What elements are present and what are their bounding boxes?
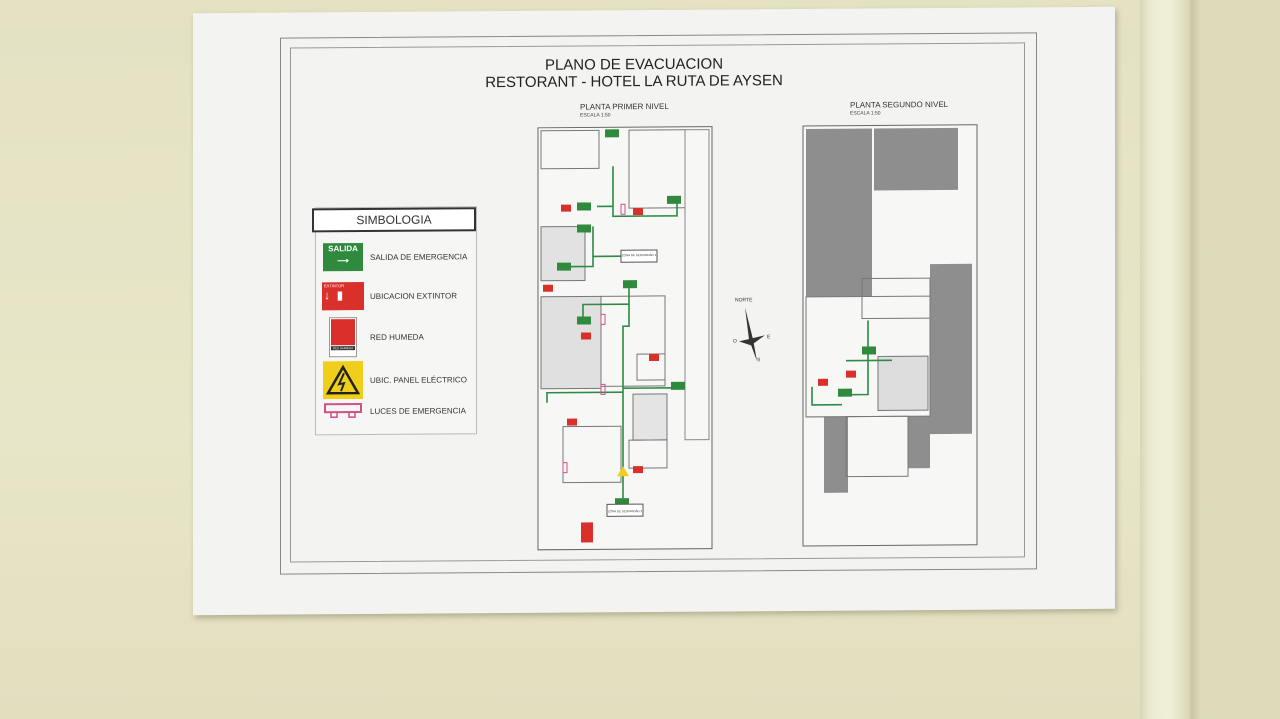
compass: NORTE O E S xyxy=(731,297,771,367)
exit-signs xyxy=(557,129,685,507)
legend-label: UBICACION EXTINTOR xyxy=(370,290,457,301)
floor2-plan xyxy=(802,124,978,547)
compass-north: NORTE xyxy=(735,297,753,304)
safety-zone-1-label: ZONA DE SEGURIDAD 1 xyxy=(622,253,657,257)
legend-label: UBIC. PANEL ELÉCTRICO xyxy=(370,374,467,385)
legend-label: SALIDA DE EMERGENCIA xyxy=(370,251,468,262)
safety-zone-1 xyxy=(620,249,658,263)
exit-sign-icon: SALIDA⟶ xyxy=(322,242,364,272)
evacuation-plan-poster: PLANO DE EVACUACION RESTORANT - HOTEL LA… xyxy=(193,6,1115,616)
evacuation-route xyxy=(811,320,892,406)
legend-item-extinguisher: EXTINTOR ↓ ▮ UBICACION EXTINTOR xyxy=(322,280,457,311)
electrical-panel-marker xyxy=(617,466,629,477)
floor1-plan: ZONA DE SEGURIDAD 1 ZONA DE SEGURIDAD 2 xyxy=(537,126,713,551)
floor1-label: PLANTA PRIMER NIVEL xyxy=(580,101,669,112)
safety-zone-2-label: ZONA DE SEGURIDAD 2 xyxy=(608,509,643,513)
legend-label: LUCES DE EMERGENCIA xyxy=(370,405,467,416)
fire-hose-sign-text: RED HUMEDA xyxy=(331,346,355,351)
legend-item-emergency-light: LUCES DE EMERGENCIA xyxy=(322,400,466,421)
exit-sign-text: SALIDA xyxy=(328,244,358,254)
floor2-scale: ESCALA 1:50 xyxy=(850,110,881,117)
exit-signs xyxy=(838,346,876,397)
legend-item-electrical: UBIC. PANEL ELÉCTRICO xyxy=(322,360,467,400)
electrical-hazard-icon xyxy=(322,361,364,400)
evacuation-route xyxy=(546,166,678,499)
extinguisher-markers xyxy=(818,370,856,386)
legend: SIMBOLOGIA SALIDA⟶ SALIDA DE EMERGENCIA … xyxy=(312,206,477,436)
compass-rose-icon xyxy=(739,307,765,362)
legend-label: RED HUMEDA xyxy=(370,332,424,342)
safety-zone-2 xyxy=(606,503,644,517)
door-frame xyxy=(1140,0,1202,719)
fire-hose-icon: RED HUMEDA xyxy=(322,317,364,358)
floor2-label: PLANTA SEGUNDO NIVEL xyxy=(850,99,949,110)
floor1-scale: ESCALA 1:50 xyxy=(580,112,611,119)
extinguisher-markers xyxy=(543,204,659,543)
legend-item-fire-hose: RED HUMEDA RED HUMEDA xyxy=(322,317,424,358)
emergency-lights xyxy=(562,203,626,474)
extinguisher-icon: EXTINTOR ↓ ▮ xyxy=(322,281,364,311)
wall xyxy=(1202,0,1280,719)
legend-title: SIMBOLOGIA xyxy=(312,207,476,233)
legend-item-exit: SALIDA⟶ SALIDA DE EMERGENCIA xyxy=(322,241,467,272)
emergency-light-icon xyxy=(322,401,364,421)
